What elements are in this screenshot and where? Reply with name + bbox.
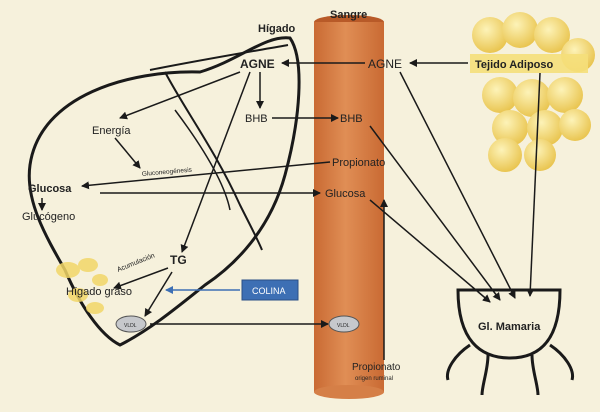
arrows <box>38 59 541 360</box>
gluconeogenesis-label: Gluconeogénesis <box>142 167 193 178</box>
glucose-blood-label: Glucosa <box>325 188 366 200</box>
vldl-blood-oval <box>328 315 360 333</box>
propionate-blood-label: Propionato <box>332 157 385 169</box>
glycogen-label: Glucógeno <box>22 211 75 223</box>
accumulation-label: Acumulación <box>116 252 156 274</box>
adipose-label: Tejido Adiposo <box>475 59 553 71</box>
fatty-liver-label: Hígado graso <box>66 286 132 298</box>
choline-label: COLINA <box>252 286 286 296</box>
mammary-gland-label: Gl. Mamaria <box>478 321 541 333</box>
agne-blood-label: AGNE <box>368 57 402 71</box>
glucose-liver-label: Glucosa <box>28 183 72 195</box>
energy-label: Energía <box>92 125 131 137</box>
adipose-tissue-cluster <box>472 12 595 172</box>
bhb-liver-label: BHB <box>245 113 268 125</box>
propionate-bottom-label: Propionato <box>352 362 401 373</box>
bhb-blood-label: BHB <box>340 113 363 125</box>
blood-label: Sangre <box>330 9 367 21</box>
tg-label: TG <box>170 253 187 267</box>
vldl-liver-oval <box>115 315 147 333</box>
fat-droplets <box>56 258 108 314</box>
choline-box <box>241 279 299 301</box>
liver-label: Hígado <box>258 23 296 35</box>
vldl-liver-label: VLDL <box>124 323 137 329</box>
blood-vessel <box>314 15 384 399</box>
ruminal-origin-label: origen ruminal <box>355 376 393 382</box>
vldl-blood-label: VLDL <box>337 323 350 329</box>
agne-liver-label: AGNE <box>240 57 275 71</box>
mammary-gland-shape <box>445 288 575 396</box>
